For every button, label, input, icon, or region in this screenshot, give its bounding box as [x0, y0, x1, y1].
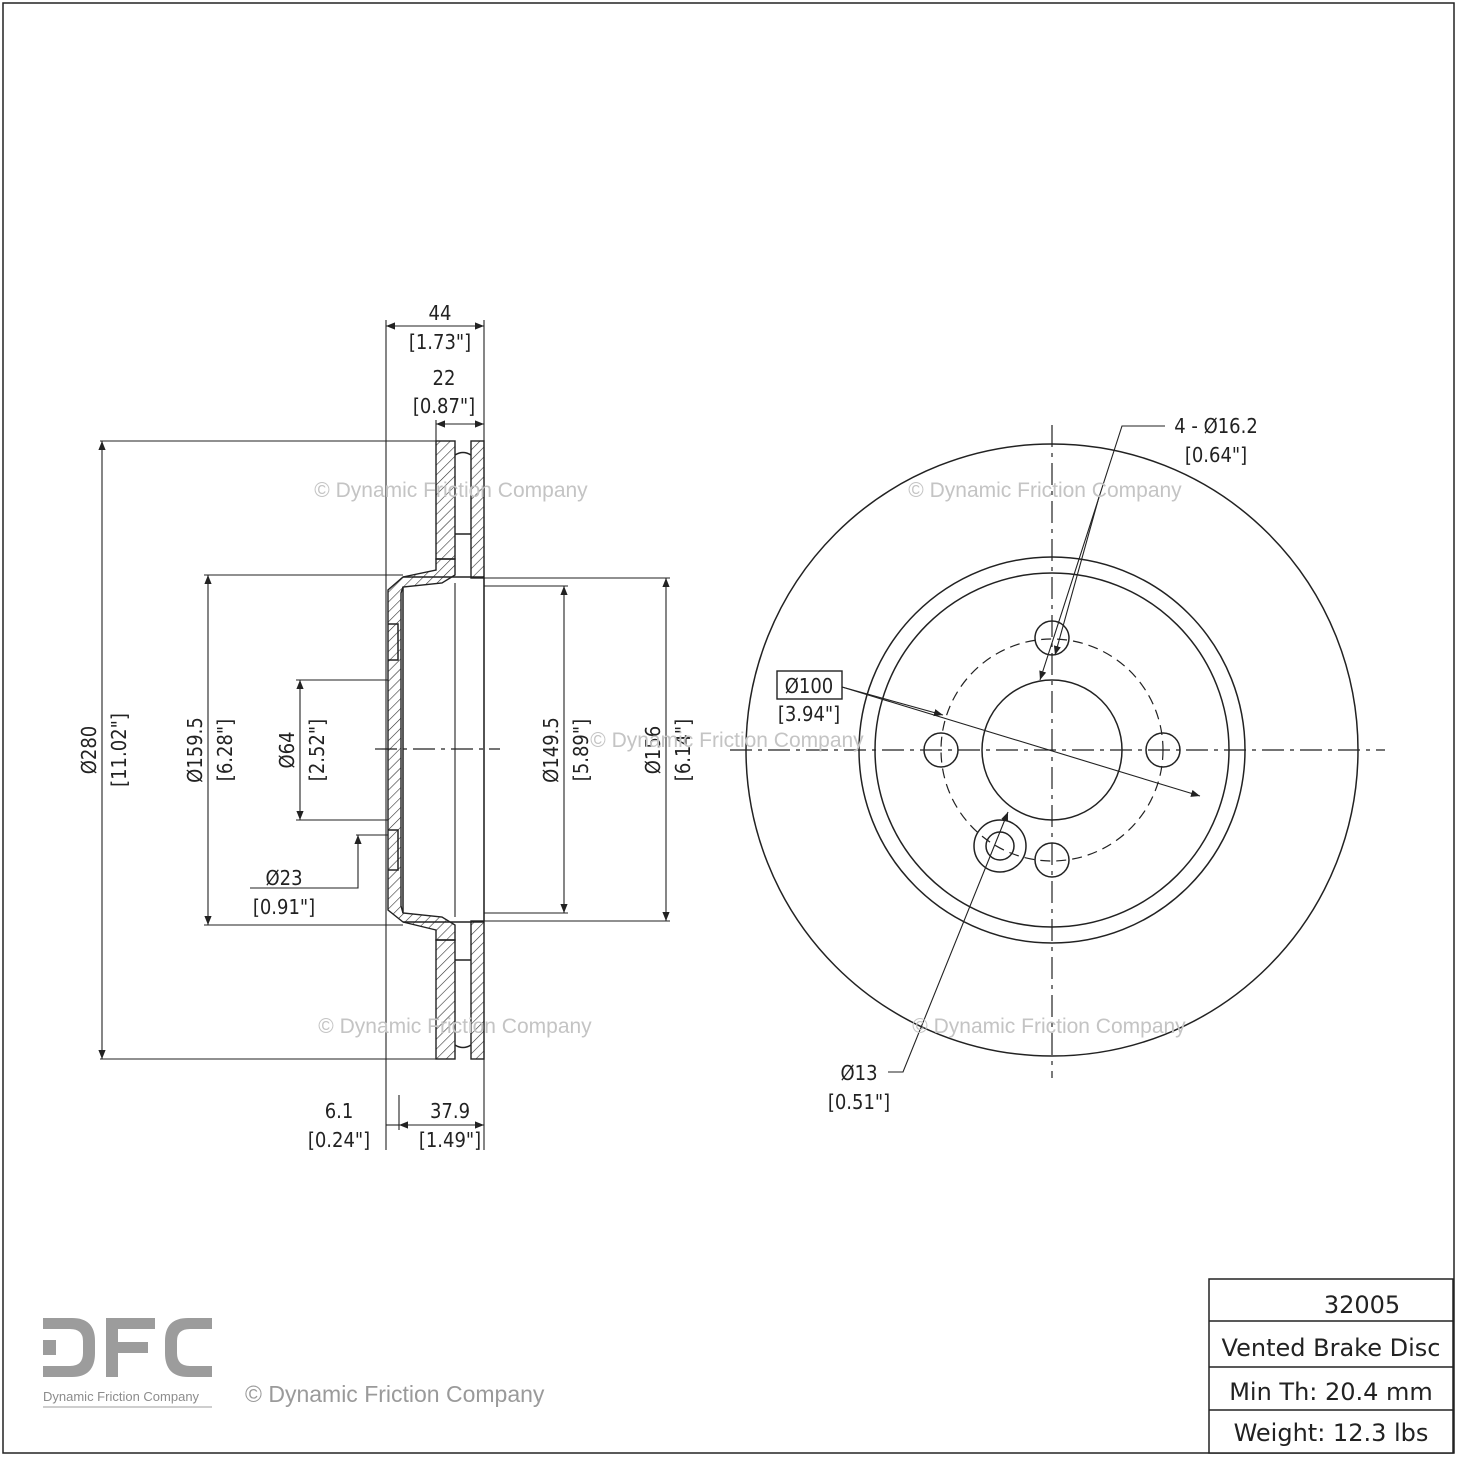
dim-6-1-in: [0.24"]: [308, 1128, 370, 1152]
watermark-2: © Dynamic Friction Company: [908, 479, 1182, 502]
watermark-footer: © Dynamic Friction Company: [245, 1381, 545, 1407]
dfc-logo: Dynamic Friction Company: [43, 1318, 212, 1408]
logo-letter-c: [165, 1318, 212, 1377]
dim-44-mm: 44: [429, 301, 452, 325]
logo-company-name: Dynamic Friction Company: [43, 1389, 200, 1404]
logo-letter-d: [43, 1318, 95, 1377]
dim-locator-in: [0.51"]: [828, 1090, 890, 1114]
watermark-5: © Dynamic Friction Company: [912, 1015, 1186, 1038]
dim-22-in: [0.87"]: [413, 394, 475, 418]
front-view: 4 - Ø16.2 [0.64"] Ø100 [3.94"] Ø13 [0.51…: [730, 414, 1385, 1114]
leader-bolt-holes: [1039, 425, 1165, 681]
watermark-1: © Dynamic Friction Company: [314, 479, 588, 502]
dim-156-in: [6.14"]: [671, 719, 695, 781]
dim-37-9-in: [1.49"]: [419, 1128, 481, 1152]
dim-22-mm: 22: [433, 366, 456, 390]
dim-280-in: [11.02"]: [107, 713, 131, 787]
part-number: 32005: [1324, 1291, 1400, 1319]
min-thickness: Min Th: 20.4 mm: [1229, 1378, 1433, 1406]
dim-156-mm: Ø156: [641, 726, 665, 775]
dim-159-mm: Ø159.5: [183, 717, 207, 783]
leader-bolt-circle: [841, 686, 1201, 797]
hat-section: [387, 558, 456, 941]
dim-bolt-circle-in: [3.94"]: [778, 702, 840, 726]
section-view: 44 [1.73"] 22 [0.87"] Ø280 [11.02"] Ø159…: [77, 301, 695, 1152]
watermarks: © Dynamic Friction Company © Dynamic Fri…: [245, 479, 1186, 1407]
dim-149-in: [5.89"]: [569, 719, 593, 781]
dim-bolt-circle-mm: Ø100: [785, 674, 834, 698]
dim-locator-mm: Ø13: [840, 1061, 877, 1085]
dim-159-in: [6.28"]: [213, 719, 237, 781]
watermark-3: © Dynamic Friction Company: [590, 729, 864, 752]
part-description: Vented Brake Disc: [1222, 1334, 1441, 1362]
dim-37-9-mm: 37.9: [430, 1099, 470, 1123]
inner-cheek-top: [470, 440, 485, 579]
dim-line-23: [250, 835, 362, 889]
inner-cheek-bottom: [470, 920, 485, 1060]
leader-locator: [888, 811, 1009, 1073]
dim-64-mm: Ø64: [275, 731, 299, 768]
watermark-4: © Dynamic Friction Company: [318, 1015, 592, 1038]
bolt-circle-box: [776, 670, 843, 700]
weight: Weight: 12.3 lbs: [1234, 1419, 1429, 1447]
dim-44-in: [1.73"]: [409, 330, 471, 354]
dim-bolt-holes-mm: 4 - Ø16.2: [1174, 414, 1258, 438]
outer-cheek-bottom: [435, 939, 456, 1060]
dim-23-in: [0.91"]: [253, 895, 315, 919]
title-block: 32005 Vented Brake Disc Min Th: 20.4 mm …: [1208, 1278, 1454, 1454]
dim-64-in: [2.52"]: [305, 719, 329, 781]
locator-hole-boss: [973, 819, 1027, 873]
dim-6-1-mm: 6.1: [325, 1099, 354, 1123]
dim-23-mm: Ø23: [265, 866, 302, 890]
dim-bolt-holes-in: [0.64"]: [1185, 443, 1247, 467]
dim-280-mm: Ø280: [77, 726, 101, 775]
dim-149-mm: Ø149.5: [539, 717, 563, 783]
logo-letter-f: [106, 1318, 155, 1377]
